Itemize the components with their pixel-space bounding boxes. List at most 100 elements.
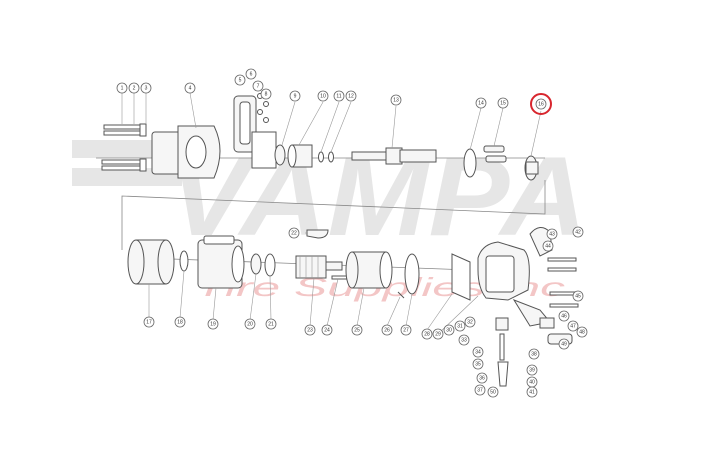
liner-rear xyxy=(379,251,393,289)
callout-bubble xyxy=(252,80,264,92)
callout-bubble xyxy=(174,316,186,328)
callout-bubble xyxy=(443,324,455,336)
callout-26: 26 xyxy=(381,324,393,336)
callout-46: 46 xyxy=(558,310,570,322)
callout-39: 39 xyxy=(526,364,538,376)
callout-bubble xyxy=(572,290,584,302)
callout-bubble xyxy=(526,386,538,398)
liner-face xyxy=(345,251,359,289)
rear-plate-face xyxy=(287,144,297,168)
callout-bubble xyxy=(184,82,196,94)
callout-bubble xyxy=(542,240,554,252)
callout-48: 48 xyxy=(576,326,588,338)
callout-31: 31 xyxy=(454,320,466,332)
callout-23: 23 xyxy=(304,324,316,336)
callout-number: 29 xyxy=(435,331,441,337)
shaft-front xyxy=(351,151,389,161)
callout-7: 7 xyxy=(252,80,264,92)
callout-21: 21 xyxy=(265,318,277,330)
hammer-case-top xyxy=(203,235,235,245)
callout-number: 7 xyxy=(257,83,260,89)
callout-bubble xyxy=(317,90,329,102)
callout-bubble xyxy=(535,98,547,110)
callout-34: 34 xyxy=(472,346,484,358)
callout-bubble xyxy=(458,334,470,346)
callout-28: 28 xyxy=(421,328,433,340)
callout-43: 43 xyxy=(546,228,558,240)
callout-bubble xyxy=(143,316,155,328)
callout-40: 40 xyxy=(526,376,538,388)
callout-bubble xyxy=(528,348,540,360)
screw-part xyxy=(263,101,269,107)
key-part xyxy=(306,229,329,239)
callout-27: 27 xyxy=(400,324,412,336)
callout-bubble xyxy=(472,346,484,358)
callout-number: 14 xyxy=(478,100,484,106)
callout-number: 50 xyxy=(490,389,496,395)
callout-number: 45 xyxy=(575,293,581,299)
callout-12: 12 xyxy=(345,90,357,102)
callout-bubble xyxy=(245,68,257,80)
callout-35: 35 xyxy=(472,358,484,370)
retaining-ring-part xyxy=(463,148,477,178)
main-housing-part xyxy=(477,227,573,387)
callout-bubble xyxy=(333,90,345,102)
callout-5: 5 xyxy=(234,74,246,86)
drive-shaft-part xyxy=(351,147,437,165)
callout-number: 18 xyxy=(177,319,183,325)
callout-number: 4 xyxy=(189,85,192,91)
callout-number: 28 xyxy=(424,331,430,337)
callout-number: 2 xyxy=(133,85,136,91)
bushing-body xyxy=(525,161,539,175)
callout-bubble xyxy=(526,364,538,376)
callout-22: 22 xyxy=(288,227,300,239)
cylinder-part xyxy=(127,239,175,285)
inlet-part xyxy=(539,317,555,329)
callout-bubble xyxy=(487,386,499,398)
gasket-part xyxy=(404,253,420,295)
ring-part xyxy=(264,253,276,277)
callout-bubble xyxy=(244,318,256,330)
valve-stem xyxy=(499,333,505,361)
callout-50: 50 xyxy=(487,386,499,398)
callout-32: 32 xyxy=(464,316,476,328)
callout-number: 19 xyxy=(210,321,216,327)
callout-2: 2 xyxy=(128,82,140,94)
rear-plate-part xyxy=(287,144,313,168)
callout-number: 6 xyxy=(250,71,253,77)
upper-leaders xyxy=(121,92,542,157)
callout-1: 1 xyxy=(116,82,128,94)
callout-19: 19 xyxy=(207,318,219,330)
callout-bubble xyxy=(234,74,246,86)
callout-number: 32 xyxy=(467,319,473,325)
callout-number: 3 xyxy=(145,85,148,91)
callout-number: 47 xyxy=(570,323,576,329)
screw-part xyxy=(549,303,579,308)
callout-number: 40 xyxy=(529,379,535,385)
callout-number: 10 xyxy=(320,93,326,99)
callout-bubble xyxy=(474,384,486,396)
o-ring-part xyxy=(328,151,334,163)
hammer-case-part xyxy=(197,235,245,289)
callout-bubble xyxy=(432,328,444,340)
callout-47: 47 xyxy=(567,320,579,332)
bearing-part xyxy=(250,253,262,275)
callout-bubble xyxy=(381,324,393,336)
callout-bubble xyxy=(400,324,412,336)
valve-sleeve xyxy=(495,317,509,331)
callout-number: 25 xyxy=(354,327,360,333)
callout-number: 44 xyxy=(545,243,551,249)
callout-bubble xyxy=(140,82,152,94)
callout-44: 44 xyxy=(542,240,554,252)
callout-bubble xyxy=(289,90,301,102)
callout-16: 16 xyxy=(535,98,547,110)
pin-part xyxy=(485,155,507,163)
liner-part xyxy=(345,251,393,289)
callout-number: 39 xyxy=(529,367,535,373)
lower-assembly xyxy=(127,227,579,387)
gasket-part xyxy=(251,131,277,169)
callout-bubble xyxy=(260,88,272,100)
callout-number: 21 xyxy=(268,321,274,327)
